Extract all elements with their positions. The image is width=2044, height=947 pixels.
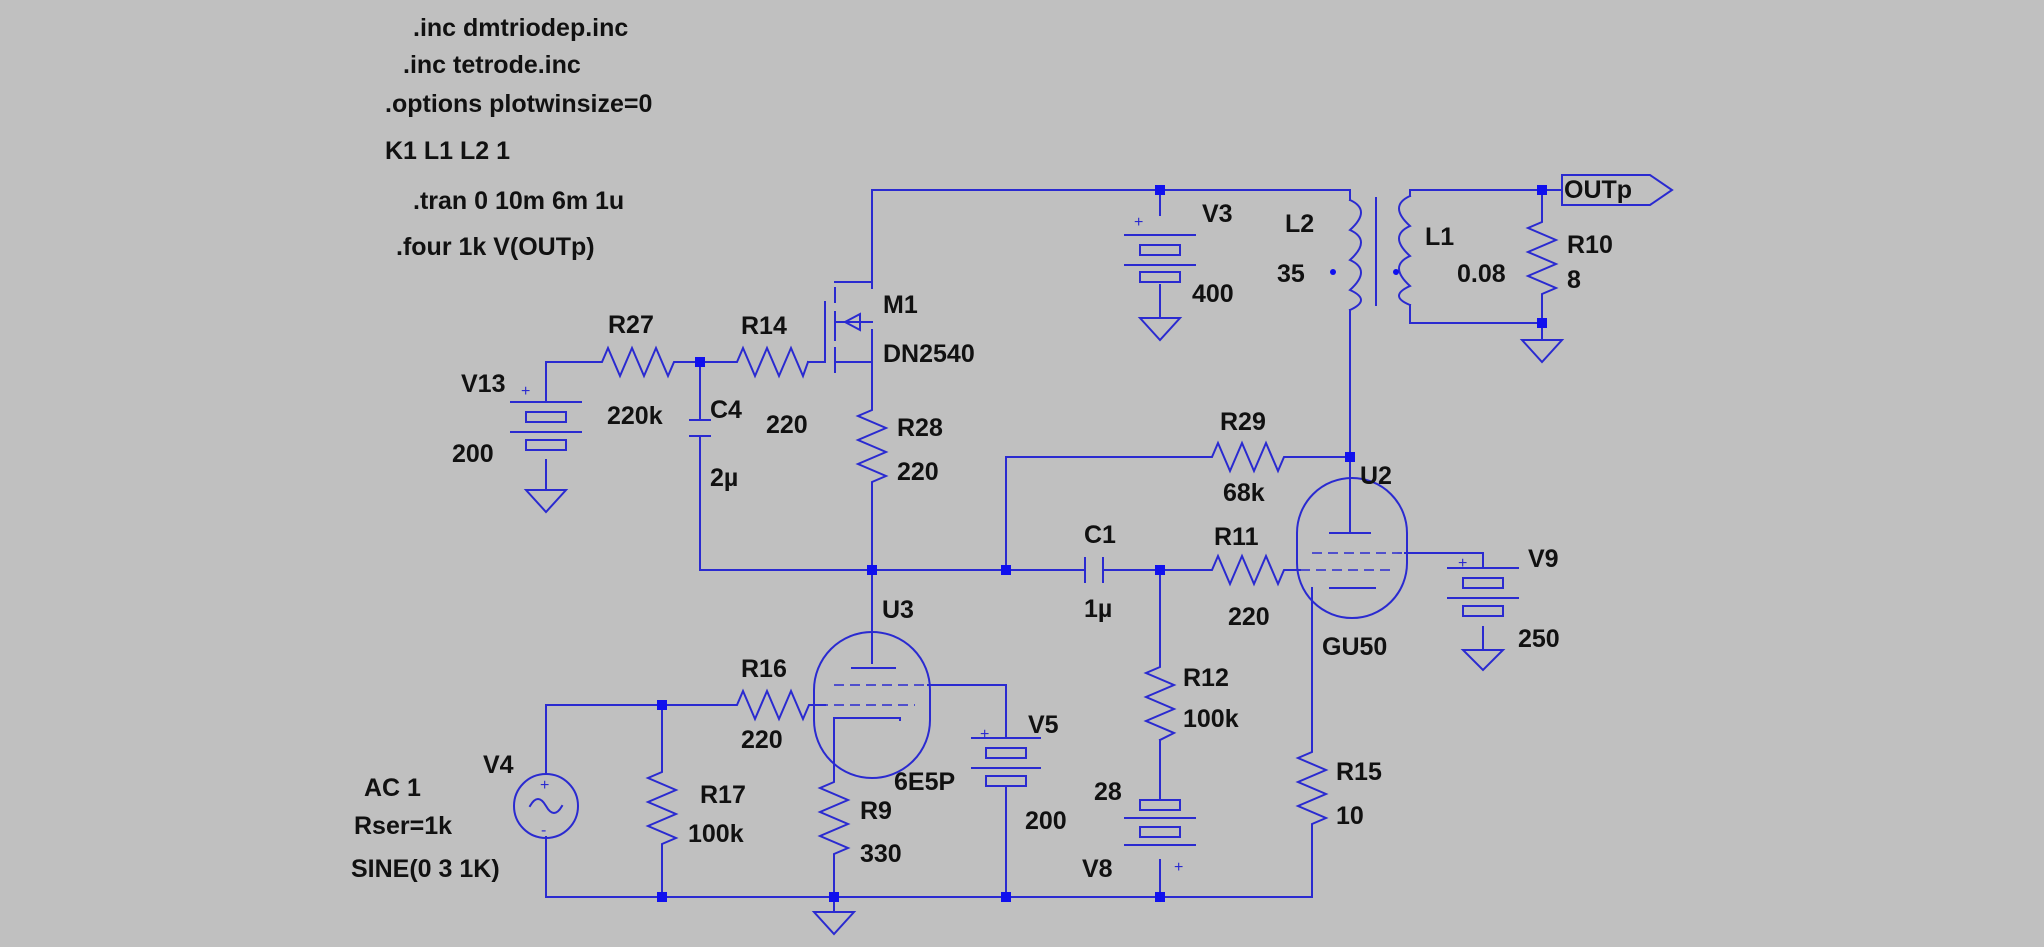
junctions (657, 185, 1547, 902)
value-v5: 200 (1025, 807, 1067, 835)
value-c1: 1µ (1084, 595, 1112, 623)
spice-directives: .inc dmtriodep.inc .inc tetrode.inc .opt… (385, 14, 652, 261)
resistor-r16 (724, 688, 819, 722)
battery-v3: + (1124, 214, 1196, 283)
v4-ac: AC 1 (364, 774, 421, 802)
svg-text:+: + (1458, 555, 1467, 572)
label-r28: R28 (897, 414, 943, 442)
value-v3: 400 (1192, 280, 1234, 308)
value-m1: DN2540 (883, 340, 975, 368)
label-c1: C1 (1084, 521, 1116, 549)
label-v8: V8 (1082, 855, 1113, 883)
label-r14: R14 (741, 312, 787, 340)
svg-text:+: + (980, 726, 989, 743)
battery-v9: + (1447, 555, 1519, 617)
resistor-r12 (1143, 654, 1177, 742)
label-u2: U2 (1360, 462, 1392, 490)
label-r17: R17 (700, 781, 746, 809)
svg-text:+: + (540, 777, 549, 794)
directive-inc-triode: .inc dmtriodep.inc (413, 14, 628, 42)
svg-text:-: - (541, 822, 546, 839)
mosfet-m1 (824, 281, 873, 373)
value-r15: 10 (1336, 802, 1364, 830)
value-u3: 6E5P (894, 768, 955, 796)
resistor-r9 (817, 769, 851, 866)
value-r17: 100k (688, 820, 744, 848)
inductor-l1 (1375, 194, 1412, 307)
label-r9: R9 (860, 797, 892, 825)
label-r27: R27 (608, 311, 654, 339)
component-labels: V3 400 L2 35 L1 0.08 R10 8 OUTp M1 DN254… (351, 176, 1632, 883)
battery-v5: + (971, 726, 1041, 809)
label-v3: V3 (1202, 200, 1233, 228)
directive-four: .four 1k V(OUTp) (396, 233, 595, 261)
inductor-l2 (1330, 198, 1362, 312)
directive-inc-tetrode: .inc tetrode.inc (403, 51, 581, 79)
label-r16: R16 (741, 655, 787, 683)
svg-text:+: + (1134, 214, 1143, 231)
ac-source-v4: + - (513, 766, 579, 898)
resistor-r17 (645, 759, 679, 856)
resistor-r15 (1295, 739, 1329, 831)
value-r16: 220 (741, 726, 783, 754)
value-l1: 0.08 (1457, 260, 1506, 288)
directive-coupling: K1 L1 L2 1 (385, 137, 510, 165)
capacitor-c1 (1079, 557, 1109, 583)
value-r28: 220 (897, 458, 939, 486)
value-r29: 68k (1223, 479, 1265, 507)
outp-port (1561, 174, 1674, 206)
v4-sine: SINE(0 3 1K) (351, 855, 500, 883)
label-r10: R10 (1567, 231, 1613, 259)
battery-v8: + (1124, 794, 1196, 876)
value-v9: 250 (1518, 625, 1560, 653)
value-v8-28: 28 (1094, 778, 1122, 806)
tube-u3 (813, 631, 931, 779)
label-v5: V5 (1028, 711, 1059, 739)
v4-rser: Rser=1k (354, 812, 452, 840)
resistor-r27 (589, 345, 681, 379)
label-v4: V4 (483, 751, 514, 779)
resistor-r11 (1199, 553, 1292, 587)
value-r10: 8 (1567, 266, 1581, 294)
directive-tran: .tran 0 10m 6m 1u (413, 187, 624, 215)
ground-symbols (523, 317, 1565, 936)
value-r12: 100k (1183, 705, 1239, 733)
value-r14: 220 (766, 411, 808, 439)
label-v13: V13 (461, 370, 505, 398)
value-u2: GU50 (1322, 633, 1387, 661)
label-l2: L2 (1285, 210, 1314, 238)
label-l1: L1 (1425, 223, 1454, 251)
label-r11: R11 (1214, 523, 1259, 551)
value-c4: 2µ (710, 464, 738, 492)
value-v13: 200 (452, 440, 494, 468)
resistor-r10 (1525, 209, 1559, 311)
value-r9: 330 (860, 840, 902, 868)
label-outp: OUTp (1564, 176, 1632, 204)
directive-options: .options plotwinsize=0 (385, 90, 652, 118)
capacitor-c4 (689, 419, 711, 447)
resistor-r29 (1199, 440, 1291, 474)
value-r11: 220 (1228, 603, 1270, 631)
resistor-r28 (855, 399, 889, 496)
value-r27: 220k (607, 402, 663, 430)
value-l2: 35 (1277, 260, 1305, 288)
label-r12: R12 (1183, 664, 1229, 692)
tube-u2 (1296, 477, 1408, 619)
label-v9: V9 (1528, 545, 1559, 573)
label-m1: M1 (883, 291, 918, 319)
svg-text:+: + (1174, 859, 1183, 876)
label-c4: C4 (710, 396, 742, 424)
label-u3: U3 (882, 596, 914, 624)
wires (545, 189, 1563, 913)
label-r29: R29 (1220, 408, 1266, 436)
battery-v13: + (510, 383, 582, 451)
resistor-r14 (724, 345, 810, 379)
svg-text:+: + (521, 383, 530, 400)
label-r15: R15 (1336, 758, 1382, 786)
